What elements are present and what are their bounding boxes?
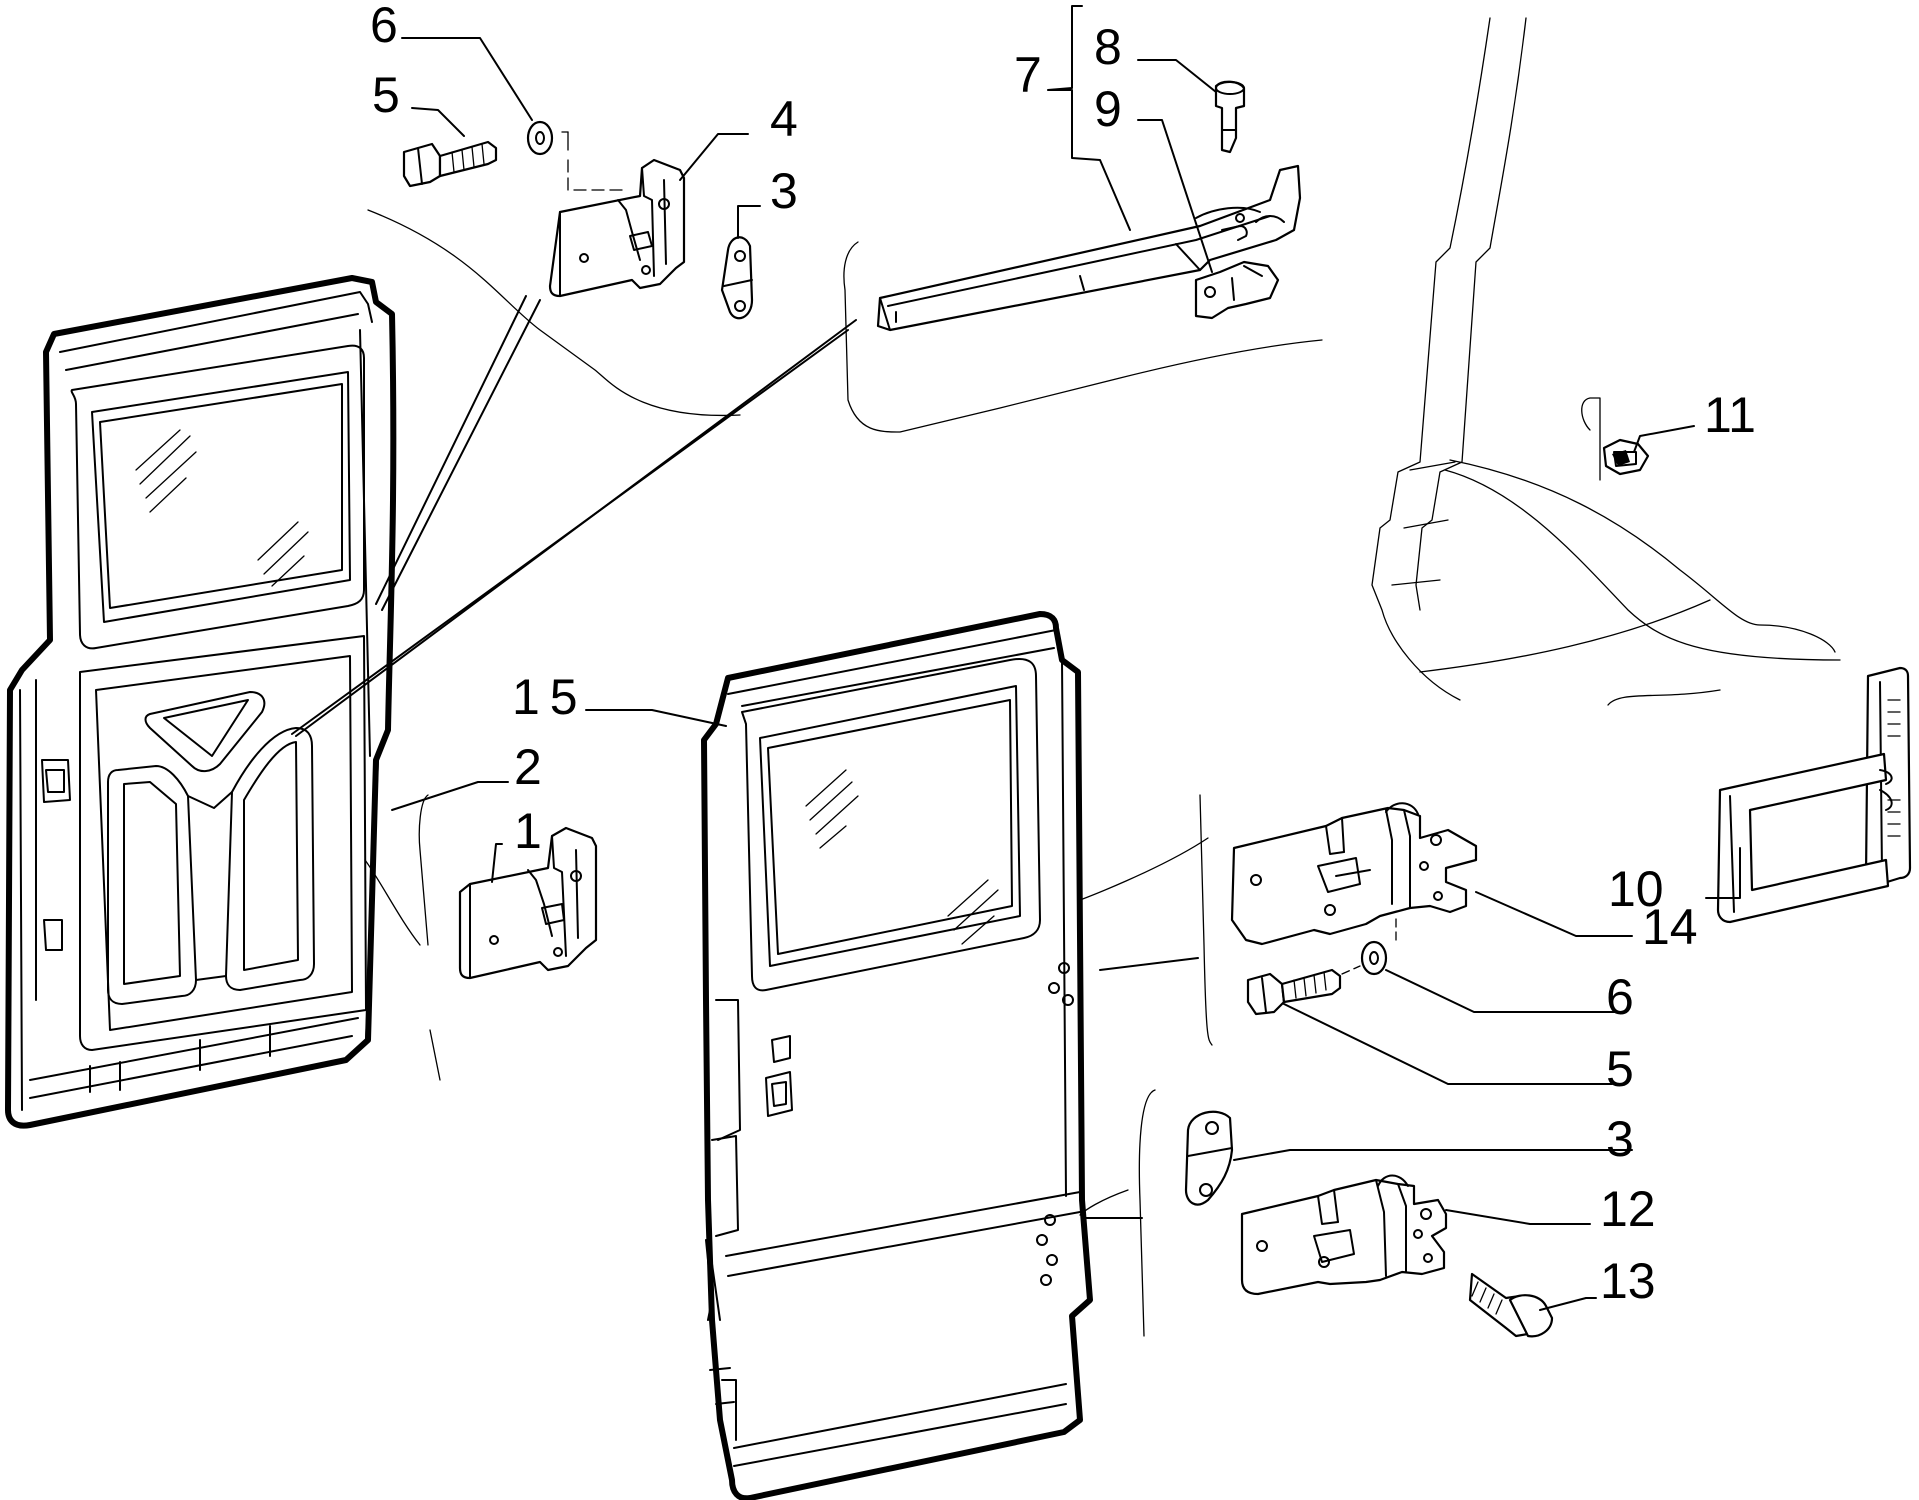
callout-3-right: 3 <box>1606 1111 1634 1167</box>
leader-9 <box>1137 119 1213 273</box>
check-strap-7 <box>876 164 1302 332</box>
leader-4 <box>679 133 749 181</box>
leader-2 <box>391 781 509 811</box>
callout-14: 14 <box>1642 899 1698 955</box>
stop-bracket-10 <box>1716 666 1912 924</box>
leader-5a <box>411 107 465 137</box>
leader-lines <box>291 5 1741 1311</box>
spacer-3-right <box>1184 1110 1234 1206</box>
washer-6-right <box>1360 940 1388 976</box>
buffer-11 <box>1602 438 1650 476</box>
callout-5-top: 5 <box>372 67 400 123</box>
leader-1 <box>491 843 503 883</box>
callout-13: 13 <box>1600 1253 1656 1309</box>
pin-8 <box>1214 80 1246 154</box>
leader-7 <box>1047 5 1131 231</box>
callout-1: 1 <box>514 803 542 859</box>
callout-9: 9 <box>1094 81 1122 137</box>
door-panel-15 <box>701 611 1093 1500</box>
callout-8: 8 <box>1094 19 1122 75</box>
callout-6-top: 6 <box>370 0 398 53</box>
leader-door-hinge-top <box>1099 957 1199 971</box>
leader-11 <box>1633 425 1695 453</box>
callout-numbers: 6 5 4 3 7 8 9 11 10 15 2 1 14 6 5 3 12 1… <box>370 0 1756 1309</box>
context-lines <box>364 17 1841 1337</box>
washer-6 <box>526 120 569 156</box>
leader-8 <box>1137 59 1217 93</box>
callout-11: 11 <box>1704 387 1756 443</box>
spacer-3-top <box>720 236 754 320</box>
leader-13 <box>1539 1297 1597 1311</box>
leader-3b <box>1233 1149 1633 1161</box>
hinge-14 <box>1230 802 1478 946</box>
hinge-12 <box>1240 1174 1448 1296</box>
hinge-4 <box>548 158 686 298</box>
callout-5-right: 5 <box>1606 1041 1634 1097</box>
leader-3a <box>737 205 761 239</box>
leader-10 <box>1705 847 1741 899</box>
callout-3-top: 3 <box>770 163 798 219</box>
leader-14 <box>1475 891 1633 937</box>
callout-12: 12 <box>1600 1181 1656 1237</box>
bolt-5-right <box>1246 968 1342 1016</box>
callout-4: 4 <box>770 91 798 147</box>
callout-10: 10 <box>1608 861 1664 917</box>
leader-hinge4-to-door-2 <box>381 299 541 611</box>
clip-9 <box>1194 260 1280 320</box>
callout-7: 7 <box>1014 47 1042 103</box>
bolt-5 <box>402 140 498 188</box>
leader-6a <box>401 37 533 121</box>
assembly-leader-top <box>567 159 629 191</box>
hinge-1 <box>458 826 598 980</box>
callout-15: 15 <box>512 669 588 725</box>
callout-2: 2 <box>514 739 542 795</box>
bolt-13 <box>1468 1272 1554 1338</box>
leader-5b <box>1283 1003 1613 1085</box>
assembly-leader-right <box>1341 965 1361 975</box>
callout-6-right: 6 <box>1606 969 1634 1025</box>
leader-strap-to-door-2 <box>291 329 849 735</box>
leader-15 <box>585 709 727 727</box>
leader-hinge4-to-door <box>375 295 527 605</box>
leader-12 <box>1445 1209 1591 1225</box>
leader-6b <box>1385 969 1617 1013</box>
